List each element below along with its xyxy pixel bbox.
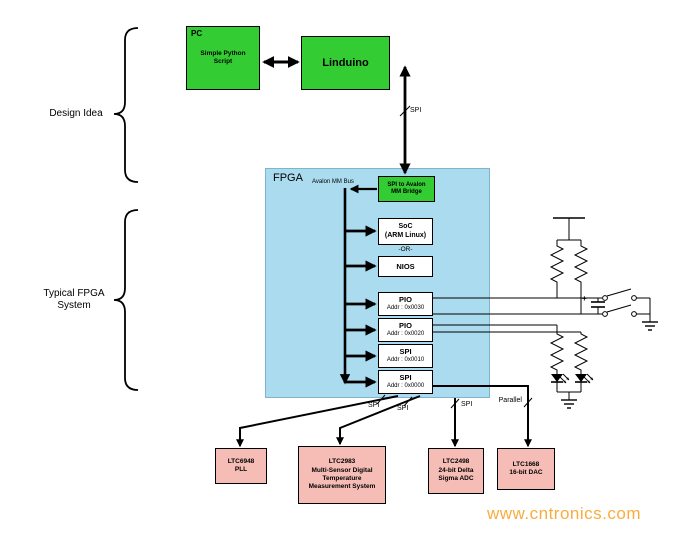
fpga-box <box>265 168 490 398</box>
bus-to-block-arrows <box>346 225 377 388</box>
resistor-icon <box>549 325 565 374</box>
pc-title: PC <box>191 29 203 38</box>
nios-box: NIOS <box>378 256 433 277</box>
spi-0010-title: SPI <box>399 347 412 357</box>
nios-label: NIOS <box>396 262 415 271</box>
brace-typical-fpga-system <box>113 209 139 391</box>
spi-0000-box: SPI Addr : 0x0000 <box>378 370 433 394</box>
linduino-label: Linduino <box>322 57 369 69</box>
spi-label-adc: SPI <box>461 401 473 408</box>
spi-label-temp: SPI <box>397 405 409 412</box>
soc-box: SoC (ARM Linux) <box>378 218 433 245</box>
resistor-icon <box>573 332 589 374</box>
switch-icon <box>602 288 650 301</box>
fpga-title: FPGA <box>273 172 303 184</box>
design-idea-label: Design Idea <box>49 108 103 119</box>
capacitor-icon <box>591 298 605 314</box>
bus-width-slash-marks <box>376 394 533 409</box>
spi-to-pll-line <box>236 395 399 448</box>
or-label: -OR- <box>398 246 413 253</box>
pio-0020-title: PIO <box>399 321 412 331</box>
spi-label-linduino: SPI <box>410 107 422 114</box>
parallel-label: Parallel <box>498 397 522 404</box>
pio-0030-title: PIO <box>399 295 412 305</box>
spi-0010-box: SPI Addr : 0x0010 <box>378 344 433 368</box>
parallel-to-dac-line <box>432 385 532 448</box>
pio-0030-box: PIO Addr : 0x0030 <box>378 292 433 316</box>
pio-0020-box: PIO Addr : 0x0020 <box>378 318 433 342</box>
resistor-icon <box>573 240 589 314</box>
spi-to-temp-line <box>336 395 421 446</box>
brace-design-idea <box>113 27 139 183</box>
peripheral-ltc6948-box: LTC6948 PLL <box>215 448 267 484</box>
peripheral-ltc1668-box: LTC1668 16-bit DAC <box>497 448 555 490</box>
spi-0000-addr: Addr : 0x0000 <box>386 382 425 389</box>
spi-bus-slash <box>399 105 411 117</box>
pio-0030-addr: Addr : 0x0030 <box>386 304 425 311</box>
pc-script-label: Simple Python Script <box>200 49 246 65</box>
typical-fpga-system-label: Typical FPGA System <box>43 288 105 311</box>
led-icon <box>575 373 594 392</box>
ground-icon <box>561 399 577 409</box>
resistor-icon <box>549 240 565 298</box>
capacitor-plus-label: + <box>582 294 587 303</box>
spi-label-pll: SPI <box>368 402 380 409</box>
spi-0010-addr: Addr : 0x0010 <box>386 356 425 363</box>
led-icon <box>551 373 570 392</box>
spi-avalon-bridge-box: SPI to Avalon MM Bridge <box>378 176 435 202</box>
watermark: www.cntronics.com <box>487 504 641 523</box>
ground-icon <box>642 321 658 331</box>
peripheral-ltc2983-box: LTC2983 Multi-Sensor Digital Temperature… <box>298 446 386 504</box>
pio-0020-addr: Addr : 0x0020 <box>386 330 425 337</box>
switch-icon <box>602 304 650 317</box>
spi-0000-title: SPI <box>399 373 412 383</box>
soc-label: SoC (ARM Linux) <box>384 222 427 239</box>
avalon-bus-label: Avalon MM Bus <box>312 179 354 185</box>
linduino-box: Linduino <box>301 36 390 90</box>
gpio-circuit <box>432 217 658 409</box>
pc-box: PC Simple Python Script <box>186 26 260 90</box>
peripheral-ltc2498-box: LTC2498 24-bit Delta Sigma ADC <box>428 448 484 494</box>
